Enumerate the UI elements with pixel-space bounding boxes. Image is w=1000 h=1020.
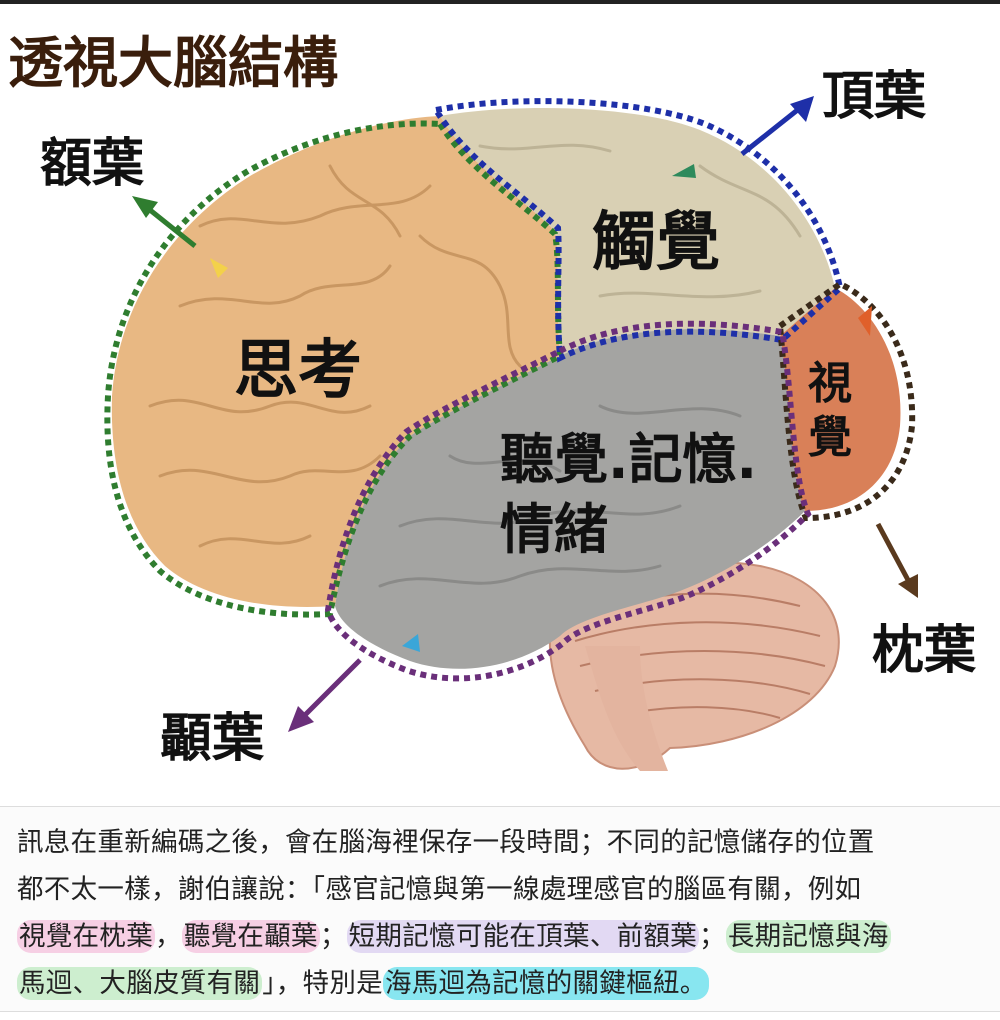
- caption-box: 訊息在重新編碼之後，會在腦海裡保存一段時間；不同的記憶儲存的位置 都不太一樣，謝…: [0, 806, 1000, 1012]
- brain-stem: [585, 646, 668, 771]
- caption-sep: ，: [155, 921, 182, 952]
- vision-label-char2: 覺: [808, 412, 852, 463]
- touch-label: 觸覺: [592, 206, 720, 280]
- frontal-marker: [210, 258, 228, 278]
- caption-line-3: 視覺在枕葉，聽覺在顳葉；短期記憶可能在頂葉、前額葉；長期記憶與海: [17, 913, 987, 960]
- brain-diagram: 透視大腦結構 額葉 頂葉 枕葉 顳葉 思考 觸覺 視 覺 聽覺.記憶. 情緒: [8, 30, 977, 771]
- occipital-region: [780, 288, 901, 511]
- parietal-arrow: [740, 96, 814, 156]
- temporal-lobe-label: 顳葉: [160, 709, 265, 769]
- top-border: [0, 0, 1000, 4]
- parietal-outline: [431, 98, 844, 363]
- thinking-label: 思考: [234, 334, 362, 408]
- highlight-long-term-memory: 長期記憶與海: [725, 920, 891, 953]
- frontal-arrow: [132, 196, 197, 248]
- caption-line-4: 馬迴、大腦皮質有關」，特別是海馬迴為記憶的關鍵樞紐。: [17, 960, 987, 1007]
- highlight-hearing-temporal: 聽覺在顳葉: [181, 920, 320, 953]
- occipital-lobe-label: 枕葉: [872, 621, 977, 681]
- caption-sep: ；: [319, 921, 347, 952]
- temporal-gyri: [378, 404, 742, 588]
- parietal-gyri: [478, 143, 802, 299]
- caption-sep: ；: [699, 921, 726, 952]
- temporal-arrow: [288, 658, 362, 732]
- caption-line-2: 都不太一樣，謝伯讓說：「感官記憶與第一線處理感官的腦區有關，例如: [17, 874, 862, 905]
- vision-label-char1: 視: [808, 358, 852, 409]
- caption-mid: 」，特別是: [262, 968, 383, 999]
- caption-line-1: 訊息在重新編碼之後，會在腦海裡保存一段時間；不同的記憶儲存的位置: [17, 827, 875, 858]
- highlight-short-term-memory: 短期記憶可能在頂葉、前額葉: [346, 920, 700, 953]
- parietal-marker: [672, 164, 696, 178]
- diagram-title: 透視大腦結構: [8, 30, 338, 95]
- highlight-hippocampus: 海馬迴為記憶的關鍵樞紐。: [382, 967, 709, 1000]
- temporal-marker: [402, 634, 420, 652]
- temporal-region: [335, 329, 805, 669]
- occipital-marker: [858, 306, 872, 336]
- hearing-memory-label: 聽覺.記憶.: [500, 428, 757, 491]
- parietal-lobe-label: 頂葉: [822, 67, 927, 127]
- emotion-label: 情緒: [500, 498, 608, 561]
- highlight-long-term-memory-cont: 馬迴、大腦皮質有關: [17, 967, 263, 1000]
- frontal-gyri: [148, 164, 522, 548]
- occipital-arrow: [875, 522, 918, 598]
- frontal-lobe-label: 額葉: [40, 134, 145, 194]
- frontal-region: [111, 116, 560, 607]
- caption-text: 訊息在重新編碼之後，會在腦海裡保存一段時間；不同的記憶儲存的位置 都不太一樣，謝…: [17, 819, 987, 1007]
- highlight-vision-occipital: 視覺在枕葉: [17, 920, 155, 953]
